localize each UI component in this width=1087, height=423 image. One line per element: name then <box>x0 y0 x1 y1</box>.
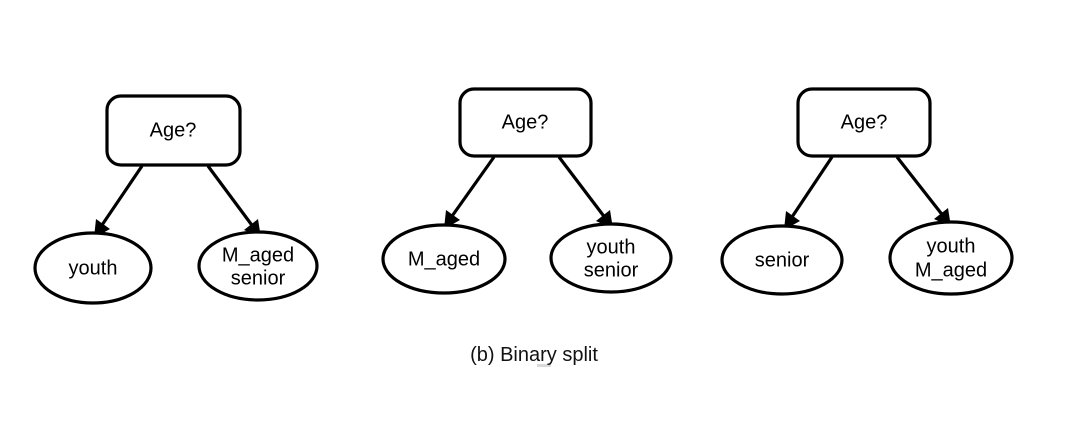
tree-2-edge-left <box>444 156 496 229</box>
tree-3-leaf-right-label-line1: youth <box>927 235 976 257</box>
figure-caption: (b) Binary split <box>470 344 598 366</box>
tree-3-leaf-right-label-line2: M_aged <box>915 259 987 281</box>
tree-3-leaf-left-node <box>720 224 844 296</box>
tree-2-leaf-right-label-line2: senior <box>584 259 639 281</box>
tree-2-edge-right <box>557 156 613 229</box>
tree-3-edge-left <box>784 156 834 230</box>
tree-2-leaf-left-node <box>381 223 507 295</box>
caption-underline-artifact <box>537 364 551 367</box>
tree-1-root-label: Age? <box>150 119 197 141</box>
tree-1-edge-left <box>94 165 144 238</box>
tree-1-leaf-left-node <box>33 231 153 305</box>
tree-3-leaf-left-label: senior <box>755 249 810 271</box>
tree-2-root-node <box>458 87 593 158</box>
tree-2-leaf-right-label-line1: youth <box>587 236 636 258</box>
tree-1-leaf-right-label-line1: M_aged <box>222 244 294 266</box>
tree-2-root-label: Age? <box>502 111 549 133</box>
tree-3: Age? senior youth M_aged <box>720 87 1014 296</box>
tree-2: Age? M_aged youth senior <box>381 87 673 295</box>
tree-2-leaf-right-node <box>549 222 673 294</box>
tree-1-leaf-right-label-line2: senior <box>231 267 286 289</box>
tree-1: Age? youth M_aged senior <box>33 94 319 305</box>
tree-1-root-node <box>105 94 242 167</box>
tree-1-edge-right <box>206 165 261 238</box>
tree-2-leaf-left-label: M_aged <box>408 248 480 270</box>
tree-1-leaf-right-node <box>197 230 319 302</box>
tree-3-leaf-right-node <box>888 220 1014 296</box>
tree-1-leaf-left-label: youth <box>69 257 118 279</box>
tree-3-root-node <box>796 87 932 158</box>
tree-3-edge-right <box>895 156 951 227</box>
tree-3-root-label: Age? <box>841 111 888 133</box>
